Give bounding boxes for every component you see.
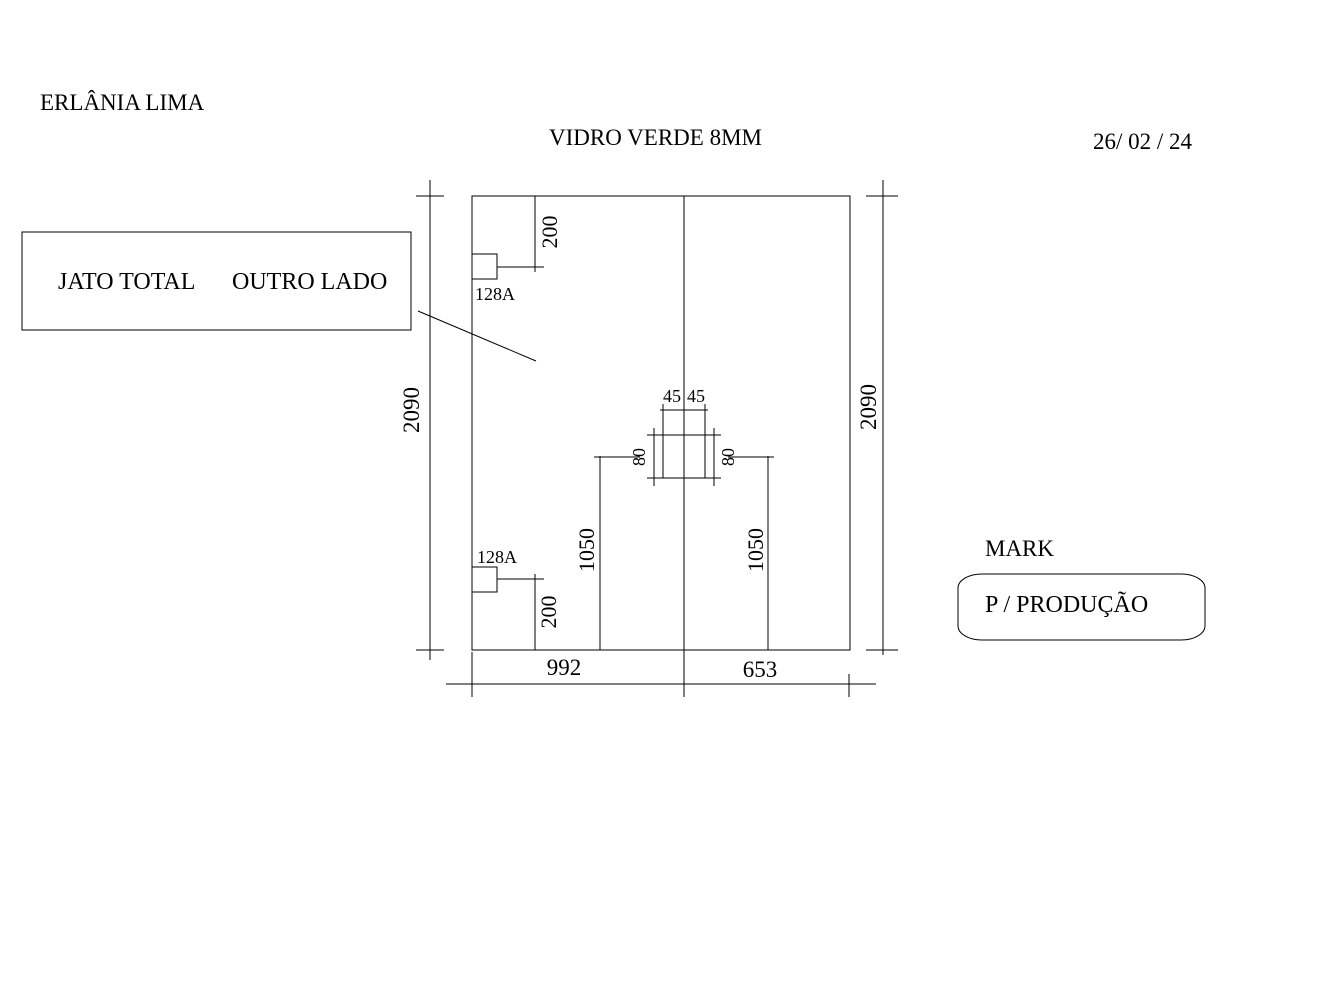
note-text-outro-lado: OUTRO LADO [232, 269, 387, 295]
cutout-half-width-left-label: 45 [663, 386, 681, 406]
production-status-text: P / PRODUÇÃO [985, 592, 1148, 618]
hinge-bottom-offset-label: 200 [536, 596, 561, 629]
client-name: ERLÂNIA LIMA [40, 90, 205, 115]
note-text-jato-total: JATO TOTAL [58, 269, 195, 295]
hinge-hole-bottom [471, 566, 498, 593]
hinge-bottom-code-label: 128A [477, 547, 517, 567]
width-dim-right-label: 653 [743, 657, 778, 682]
drawing-date: 26/ 02 / 24 [1093, 129, 1193, 154]
hinge-hole-top [471, 253, 498, 280]
hinge-top-code-label: 128A [475, 284, 515, 304]
note-box [21, 231, 412, 331]
mark-label: MARK [985, 536, 1054, 561]
height-dim-left-label: 2090 [399, 387, 424, 433]
elevation-right-label: 1050 [743, 528, 768, 572]
width-dim-left-label: 992 [547, 655, 582, 680]
cutout-half-width-right-label: 45 [687, 386, 705, 406]
glass-panel-outline [471, 195, 851, 651]
material-title: VIDRO VERDE 8MM [549, 125, 762, 150]
note-leader-line [417, 310, 537, 362]
hinge-top-offset-label: 200 [537, 216, 562, 249]
height-dim-right-label: 2090 [856, 384, 881, 430]
production-status-box [957, 573, 1206, 641]
elevation-left-label: 1050 [574, 528, 599, 572]
center-cutout [662, 434, 706, 479]
